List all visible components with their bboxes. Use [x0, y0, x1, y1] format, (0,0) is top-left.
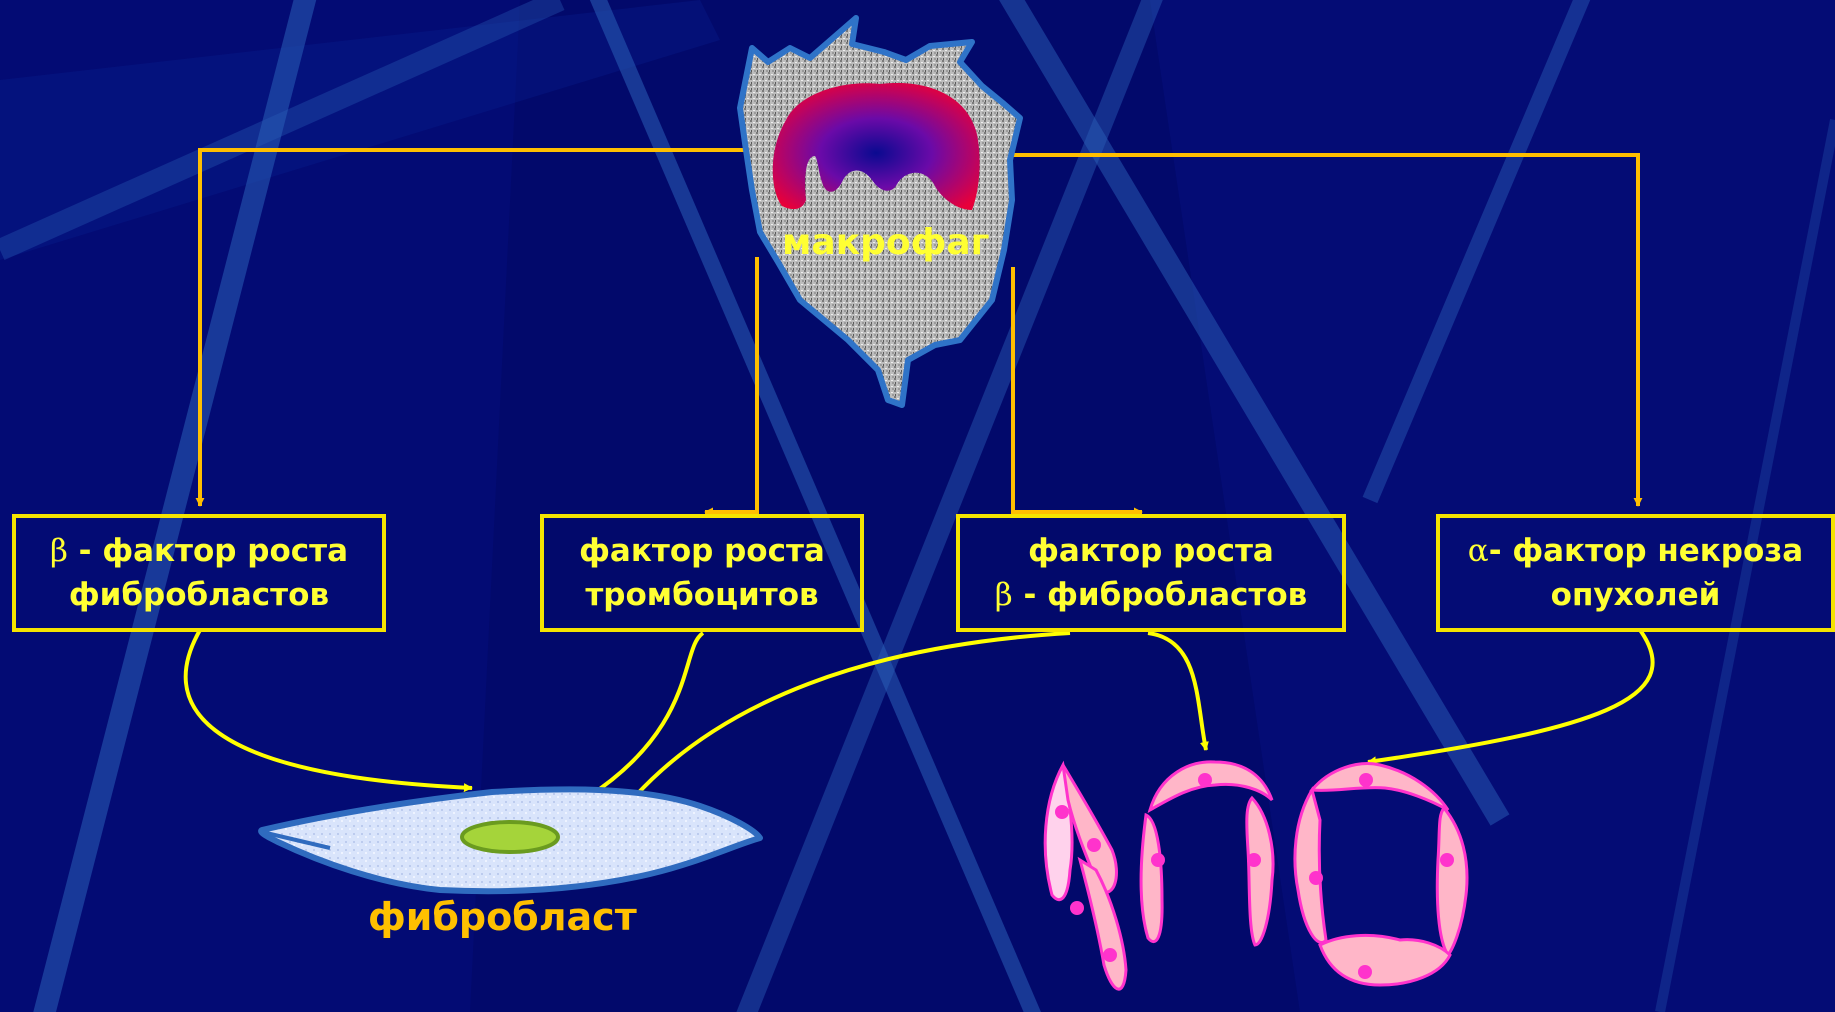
- factor-box-3-line-2: β - фибробластов: [960, 573, 1342, 617]
- factor-box-beta-fibroblast-growth: β - фактор роста фибробластов: [12, 514, 386, 632]
- factor-box-2-line-2: тромбоцитов: [544, 573, 860, 617]
- arrow-box3-to-vessel: [1148, 633, 1206, 750]
- factor-box-growth-beta-fibroblast: фактор роста β - фибробластов: [956, 514, 1346, 632]
- factor-box-2-line-1: фактор роста: [544, 529, 860, 573]
- macrophage-label: макрофаг: [782, 222, 989, 263]
- macrophage-cell: [740, 18, 1020, 405]
- factor-box-4-line-1: α- фактор некроза: [1440, 529, 1831, 573]
- fibroblast-label: фибробласт: [368, 895, 637, 939]
- factor-box-1-line-2: фибробластов: [16, 573, 382, 617]
- factor-box-4-line-2: опухолей: [1440, 573, 1831, 617]
- factor-box-alpha-tumor-necrosis: α- фактор некроза опухолей: [1436, 514, 1835, 632]
- factor-box-3-line-1: фактор роста: [960, 529, 1342, 573]
- factor-box-1-line-1: β - фактор роста: [16, 529, 382, 573]
- arrow-box2-to-fibroblast: [588, 633, 703, 797]
- factor-box-platelet-growth: фактор роста тромбоцитов: [540, 514, 864, 632]
